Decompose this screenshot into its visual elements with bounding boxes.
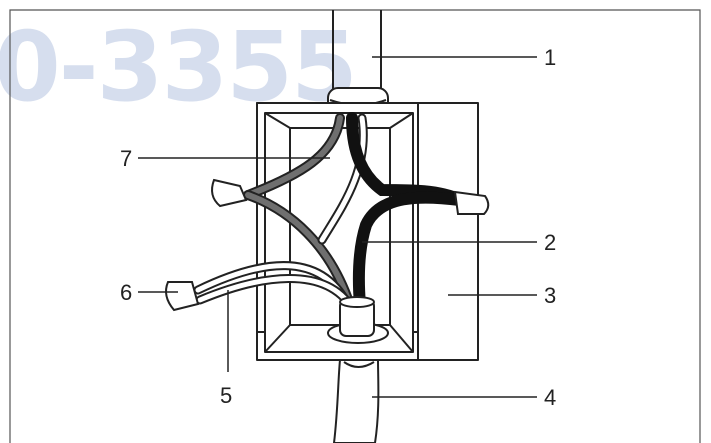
wire-nut-left (165, 281, 200, 312)
callout-3: 3 (544, 283, 556, 308)
gray-wire (243, 113, 355, 310)
callout-6: 6 (120, 280, 132, 305)
callout-7: 7 (120, 146, 132, 171)
black-wire (346, 112, 466, 311)
diagram-frame (9, 9, 701, 443)
bottom-bushing (327, 296, 389, 344)
wire-nut-right (453, 190, 490, 215)
white-wire (193, 113, 368, 313)
callout-1: 1 (544, 45, 556, 70)
callout-2: 2 (544, 230, 556, 255)
leader-lines (138, 56, 537, 398)
callout-4: 4 (544, 385, 556, 410)
bottom-cable (332, 359, 380, 443)
callout-5: 5 (220, 383, 232, 408)
wire-nut-top-left (211, 178, 248, 208)
